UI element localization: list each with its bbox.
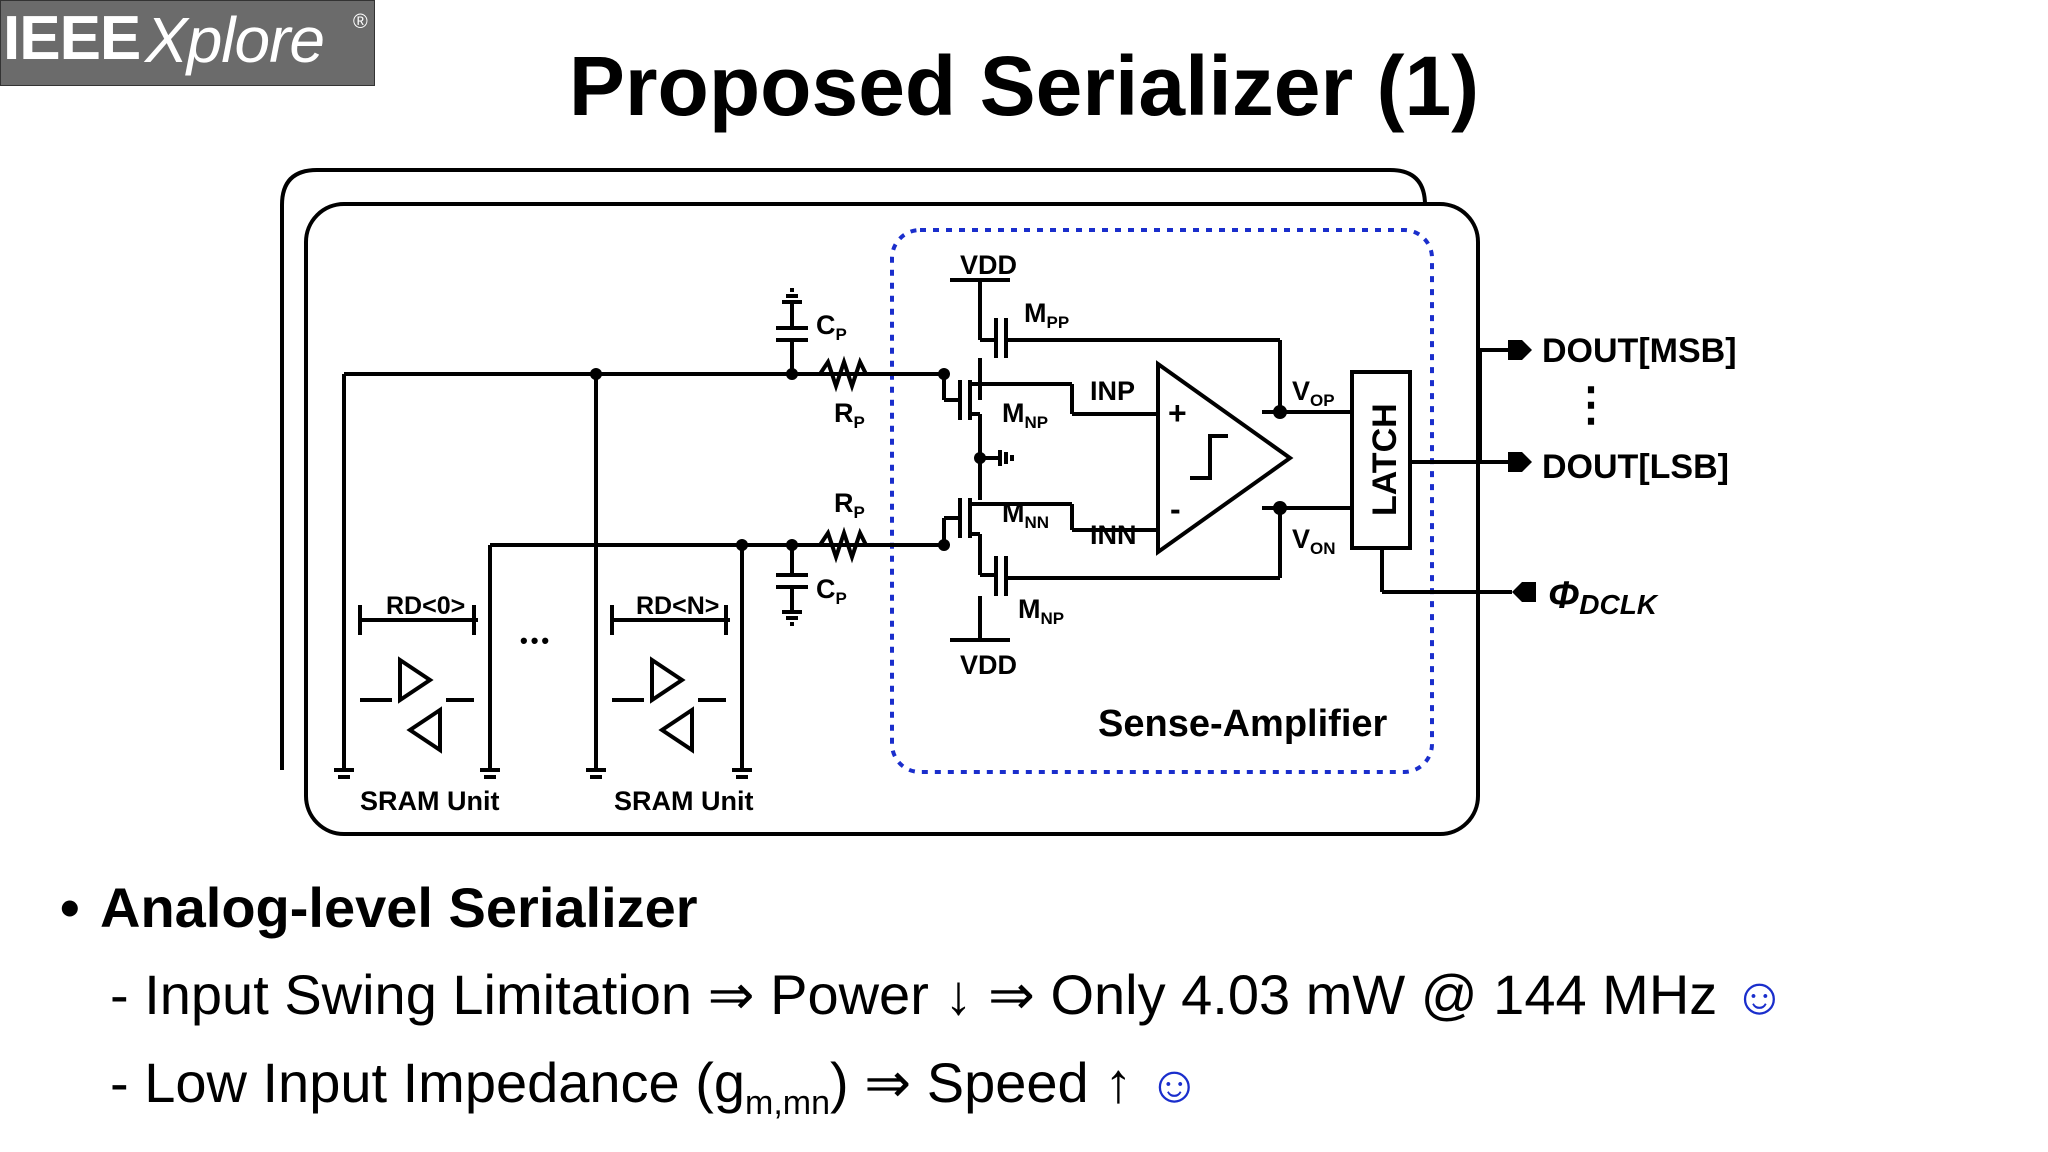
label-rp-top: RP xyxy=(834,398,865,432)
label-rdn: RD<N> xyxy=(636,592,719,620)
logo-registered-mark: ® xyxy=(353,11,368,33)
sub1-arrow-2: ⇒ xyxy=(972,963,1035,1026)
label-sense-amplifier: Sense-Amplifier xyxy=(1098,703,1388,745)
label-mnn: MNN xyxy=(1002,498,1049,532)
sub2-close: ) xyxy=(830,1051,865,1114)
bullet-main: • Analog-level Serializer xyxy=(60,875,1786,940)
comparator-plus: + xyxy=(1168,395,1187,431)
comparator-minus: - xyxy=(1170,491,1181,527)
slide-title: Proposed Serializer (1) xyxy=(568,39,1480,133)
back-card xyxy=(280,168,1427,770)
sub2-prefix: - Low Input Impedance (g xyxy=(110,1051,746,1114)
sub2-tail: Speed xyxy=(911,1051,1105,1114)
sub2-arrow: ⇒ xyxy=(864,1051,912,1114)
up-arrow-icon: ↑ xyxy=(1104,1051,1133,1114)
label-cp-top: CP xyxy=(816,310,847,344)
label-dout-msb: DOUT[MSB] xyxy=(1542,332,1737,370)
sram-unit-n xyxy=(586,605,752,779)
label-ellipsis: ••• xyxy=(520,628,552,653)
label-latch: LATCH xyxy=(1366,403,1404,516)
sram-unit-0 xyxy=(334,605,500,779)
ieee-xplore-logo: IEEE Xplore ® xyxy=(0,0,375,86)
sub1-mid: Power xyxy=(754,963,945,1026)
label-phi-dclk: ΦDCLK xyxy=(1548,575,1659,620)
label-mnp-top: MNP xyxy=(1002,398,1048,432)
sub1-tail: Only 4.03 mW @ 144 MHz xyxy=(1034,963,1733,1026)
smiley-icon: ☺ xyxy=(1732,968,1786,1026)
label-vdd-top: VDD xyxy=(960,250,1017,280)
bullet-main-text: Analog-level Serializer xyxy=(100,876,698,939)
label-rp-bottom: RP xyxy=(834,488,865,522)
label-cp-bottom: CP xyxy=(816,574,847,608)
bullet-list: • Analog-level Serializer - Input Swing L… xyxy=(60,875,1786,1123)
label-vop: VOP xyxy=(1292,376,1335,410)
sub1-prefix: - Input Swing Limitation xyxy=(110,963,708,1026)
bullet-sub-2: - Low Input Impedance (gm,mn) ⇒ Speed ↑ … xyxy=(110,1050,1786,1123)
comparator xyxy=(1156,360,1294,556)
label-mnp-bottom: MNP xyxy=(1018,594,1064,628)
label-mpp: MPP xyxy=(1024,298,1069,332)
label-dout-lsb: DOUT[LSB] xyxy=(1542,448,1729,486)
label-von: VON xyxy=(1292,524,1336,558)
label-vertical-dots: ⋮ xyxy=(1568,378,1614,430)
smiley-icon: ☺ xyxy=(1147,1056,1201,1114)
sub2-subscript: m,mn xyxy=(745,1084,831,1123)
label-vdd-bottom: VDD xyxy=(960,650,1017,680)
bullet-sub-1: - Input Swing Limitation ⇒ Power ↓ ⇒ Onl… xyxy=(110,962,1786,1028)
label-sram-unit-0: SRAM Unit xyxy=(360,786,499,816)
label-sram-unit-n: SRAM Unit xyxy=(614,786,753,816)
logo-brand: IEEE xyxy=(3,4,141,73)
sense-amplifier-box xyxy=(890,228,1434,774)
down-arrow-icon: ↓ xyxy=(944,963,973,1026)
sub1-arrow: ⇒ xyxy=(707,963,755,1026)
bullet-dot: • xyxy=(60,876,80,939)
label-inn: INN xyxy=(1090,520,1137,550)
label-rd0: RD<0> xyxy=(386,592,465,620)
logo-product: Xplore xyxy=(145,4,325,76)
label-inp: INP xyxy=(1090,376,1135,406)
